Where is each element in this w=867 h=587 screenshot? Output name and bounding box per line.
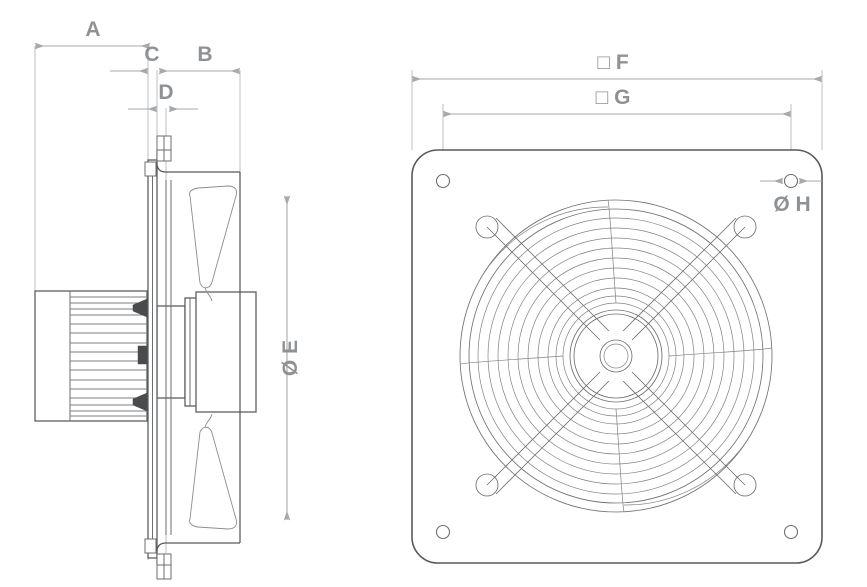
dimension-F: □ F [411,51,823,83]
mounting-plate-front [411,149,823,564]
dimension-H: Ø H [760,177,822,216]
corner-mounting-hole-bottom-left [435,524,451,540]
dimension-G-label: □ G [596,86,631,109]
grille-outer-ring-inner [468,208,764,504]
guard-spoke-se-end [733,473,757,497]
side-section-view: A C B D Ø E [34,18,302,580]
hub-assembly [156,291,257,413]
guard-spoke-se [622,371,757,497]
mounting-tab-bottom-foot [144,538,157,554]
guard-spoke-nw-end [475,215,499,239]
mounting-plate-side [147,159,158,559]
fan-blade-profile-upper [189,185,238,302]
dimension-H-label: Ø H [773,193,810,216]
terminal-block-middle [137,345,148,365]
guard-cross-brace [475,215,757,497]
dimension-B: B [158,43,241,75]
grille-hub-center-inner [603,343,629,369]
corner-mounting-hole-top-right [783,173,799,189]
dimension-C-label: C [144,43,159,66]
cooling-fins [70,296,148,417]
dimension-A: A [34,18,151,50]
guard-spoke-nw [475,215,610,341]
guard-spoke-sw-end [475,473,499,497]
dimension-D: D [128,81,198,113]
grille-hub-disc-inner [573,313,659,399]
dimension-A-label: A [85,18,100,41]
dimension-F-label: □ F [597,51,629,74]
fan-grille [459,199,773,513]
fan-blade-lower-stem [204,413,213,428]
dimension-C: C [110,43,160,75]
grille-hub-disc [569,309,663,403]
dimension-B-label: B [197,43,212,66]
guard-spoke-sw [475,371,610,497]
terminal-block-lower [132,392,148,412]
impeller-hub [195,291,257,413]
grille-segment-seams [460,200,772,512]
guard-spoke-ne-end [733,215,757,239]
corner-mounting-hole-bottom-right [783,524,799,540]
dimension-D-label: D [158,81,173,104]
dimension-G: □ G [442,86,792,118]
guard-spoke-ne [622,215,757,341]
mounting-tab-top [144,135,172,177]
dimension-E-label: Ø E [279,340,302,376]
front-view: □ F □ G Ø H [411,51,823,564]
fan-blade-upper-stem [204,287,213,302]
corner-mounting-hole-top-left [435,173,451,189]
mounting-tab-bottom [144,538,172,580]
grille-hub-center [599,339,633,373]
motor-body [34,290,148,422]
fan-blade-lower [189,426,238,530]
fan-blade-upper [189,185,238,289]
motor-housing [34,290,148,422]
dimension-E: Ø E [279,195,302,521]
terminal-block-upper [132,298,148,318]
mounting-tab-top-foot [144,161,157,177]
fan-blade-profile-lower [189,413,238,530]
